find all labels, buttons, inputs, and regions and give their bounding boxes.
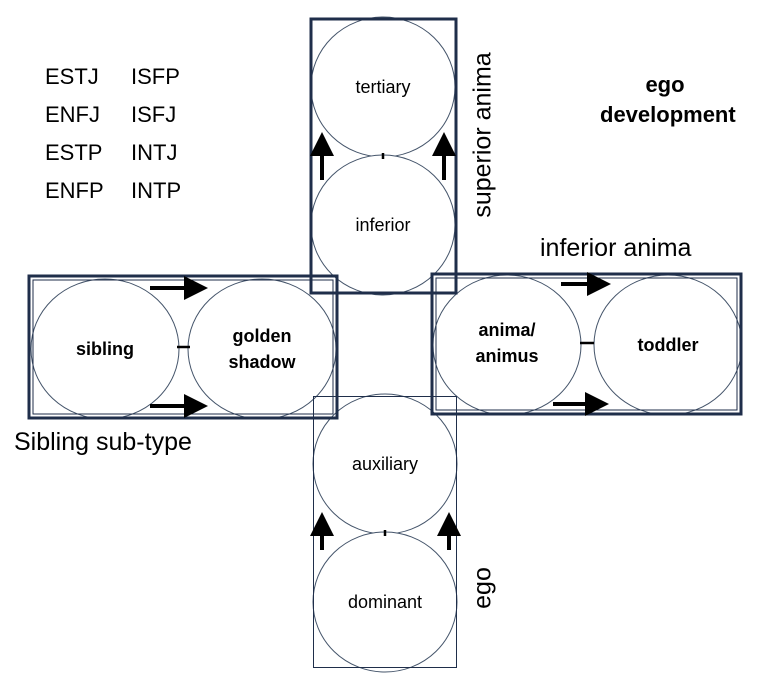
label-auxiliary: auxiliary (351, 454, 419, 474)
label-line: golden (232, 326, 292, 346)
type-label: ESTP (45, 140, 103, 165)
label-tertiary: tertiary (355, 77, 411, 97)
group-label-superior-anima: superior anima (468, 52, 497, 218)
types-left: ESTJ ENFJ ESTP ENFP (45, 58, 104, 210)
diagram-title: ego development (600, 70, 736, 130)
label-toddler: toddler (637, 335, 699, 355)
title-line: development (600, 102, 736, 127)
type-label: ISFP (131, 64, 180, 89)
label-line: animus (475, 346, 539, 366)
group-label-sibling-subtype: Sibling sub-type (14, 428, 192, 456)
title-line: ego (645, 72, 685, 97)
label-inferior: inferior (355, 215, 411, 235)
type-label: ESTJ (45, 64, 99, 89)
type-label: ENFJ (45, 102, 100, 127)
label-anima: anima/ animus (475, 317, 538, 369)
types-right: ISFP ISFJ INTJ INTP (131, 58, 181, 210)
label-golden-shadow: golden shadow (228, 323, 295, 375)
group-label-inferior-anima: inferior anima (540, 234, 692, 262)
label-sibling: sibling (76, 339, 134, 359)
sibling-box (27, 274, 339, 420)
label-line: shadow (228, 352, 296, 372)
type-label: ISFJ (131, 102, 177, 127)
label-dominant: dominant (347, 592, 423, 612)
superior-anima-box (309, 17, 458, 295)
type-label: INTP (131, 178, 182, 203)
label-line: anima/ (478, 320, 536, 340)
type-label: ENFP (45, 178, 104, 203)
type-label: INTJ (131, 140, 178, 165)
group-label-ego: ego (468, 567, 497, 609)
